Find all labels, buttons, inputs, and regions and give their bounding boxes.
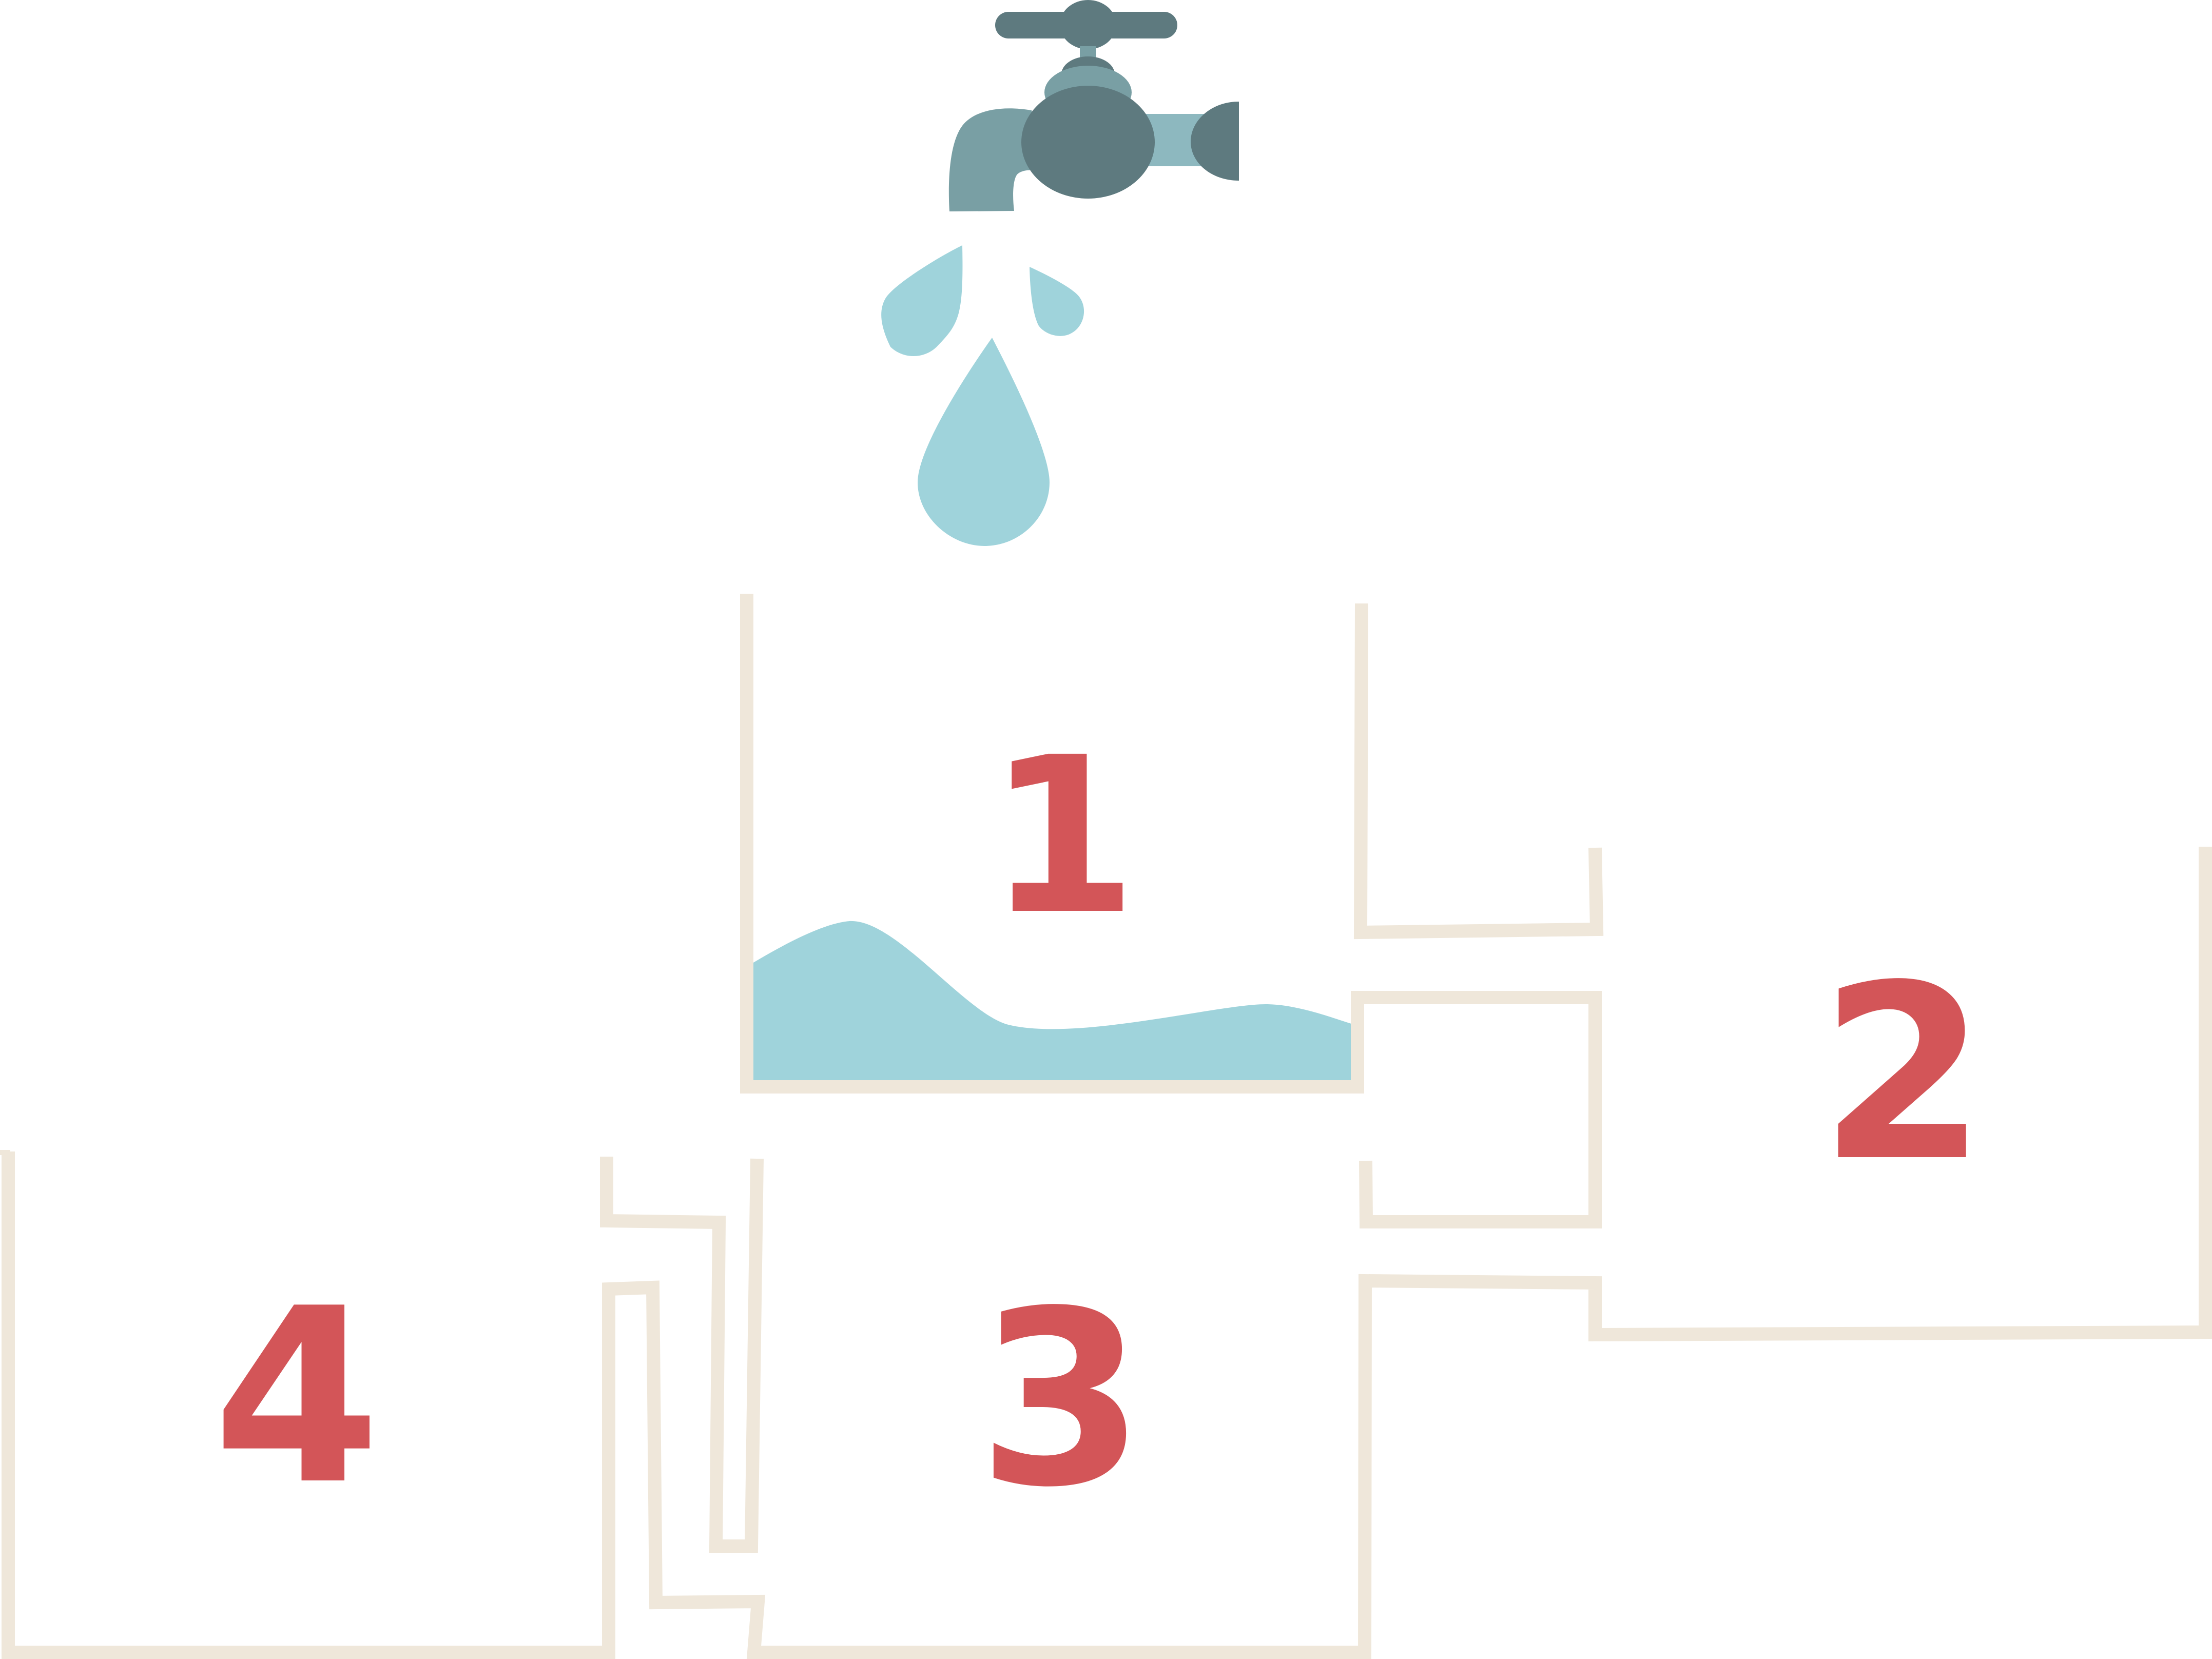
container-2-number: 2 <box>1819 933 1987 1214</box>
container-2-walls <box>1353 603 1604 940</box>
droplet-left <box>881 245 963 356</box>
container-1-water <box>752 921 1351 1080</box>
container-3-floor <box>602 1280 1365 1659</box>
water-droplet-icon <box>881 245 1084 546</box>
container-1-walls <box>740 594 1602 1228</box>
faucet-spout <box>948 108 1042 211</box>
container-4-walls <box>2 1151 609 1659</box>
faucet-icon <box>948 0 1239 211</box>
pipe-3-to-4 <box>600 1157 764 1553</box>
container-4-number: 4 <box>212 1257 380 1537</box>
container-3-number: 3 <box>977 1259 1145 1540</box>
faucet-handle-knob <box>1060 0 1116 49</box>
container-1-number: 1 <box>987 711 1137 962</box>
faucet-wall-flange <box>1191 102 1239 181</box>
droplet-right <box>1030 267 1084 336</box>
droplet-main <box>918 338 1050 546</box>
pipe-3-to-2 <box>1358 847 2212 1659</box>
faucet-body <box>1021 86 1155 199</box>
